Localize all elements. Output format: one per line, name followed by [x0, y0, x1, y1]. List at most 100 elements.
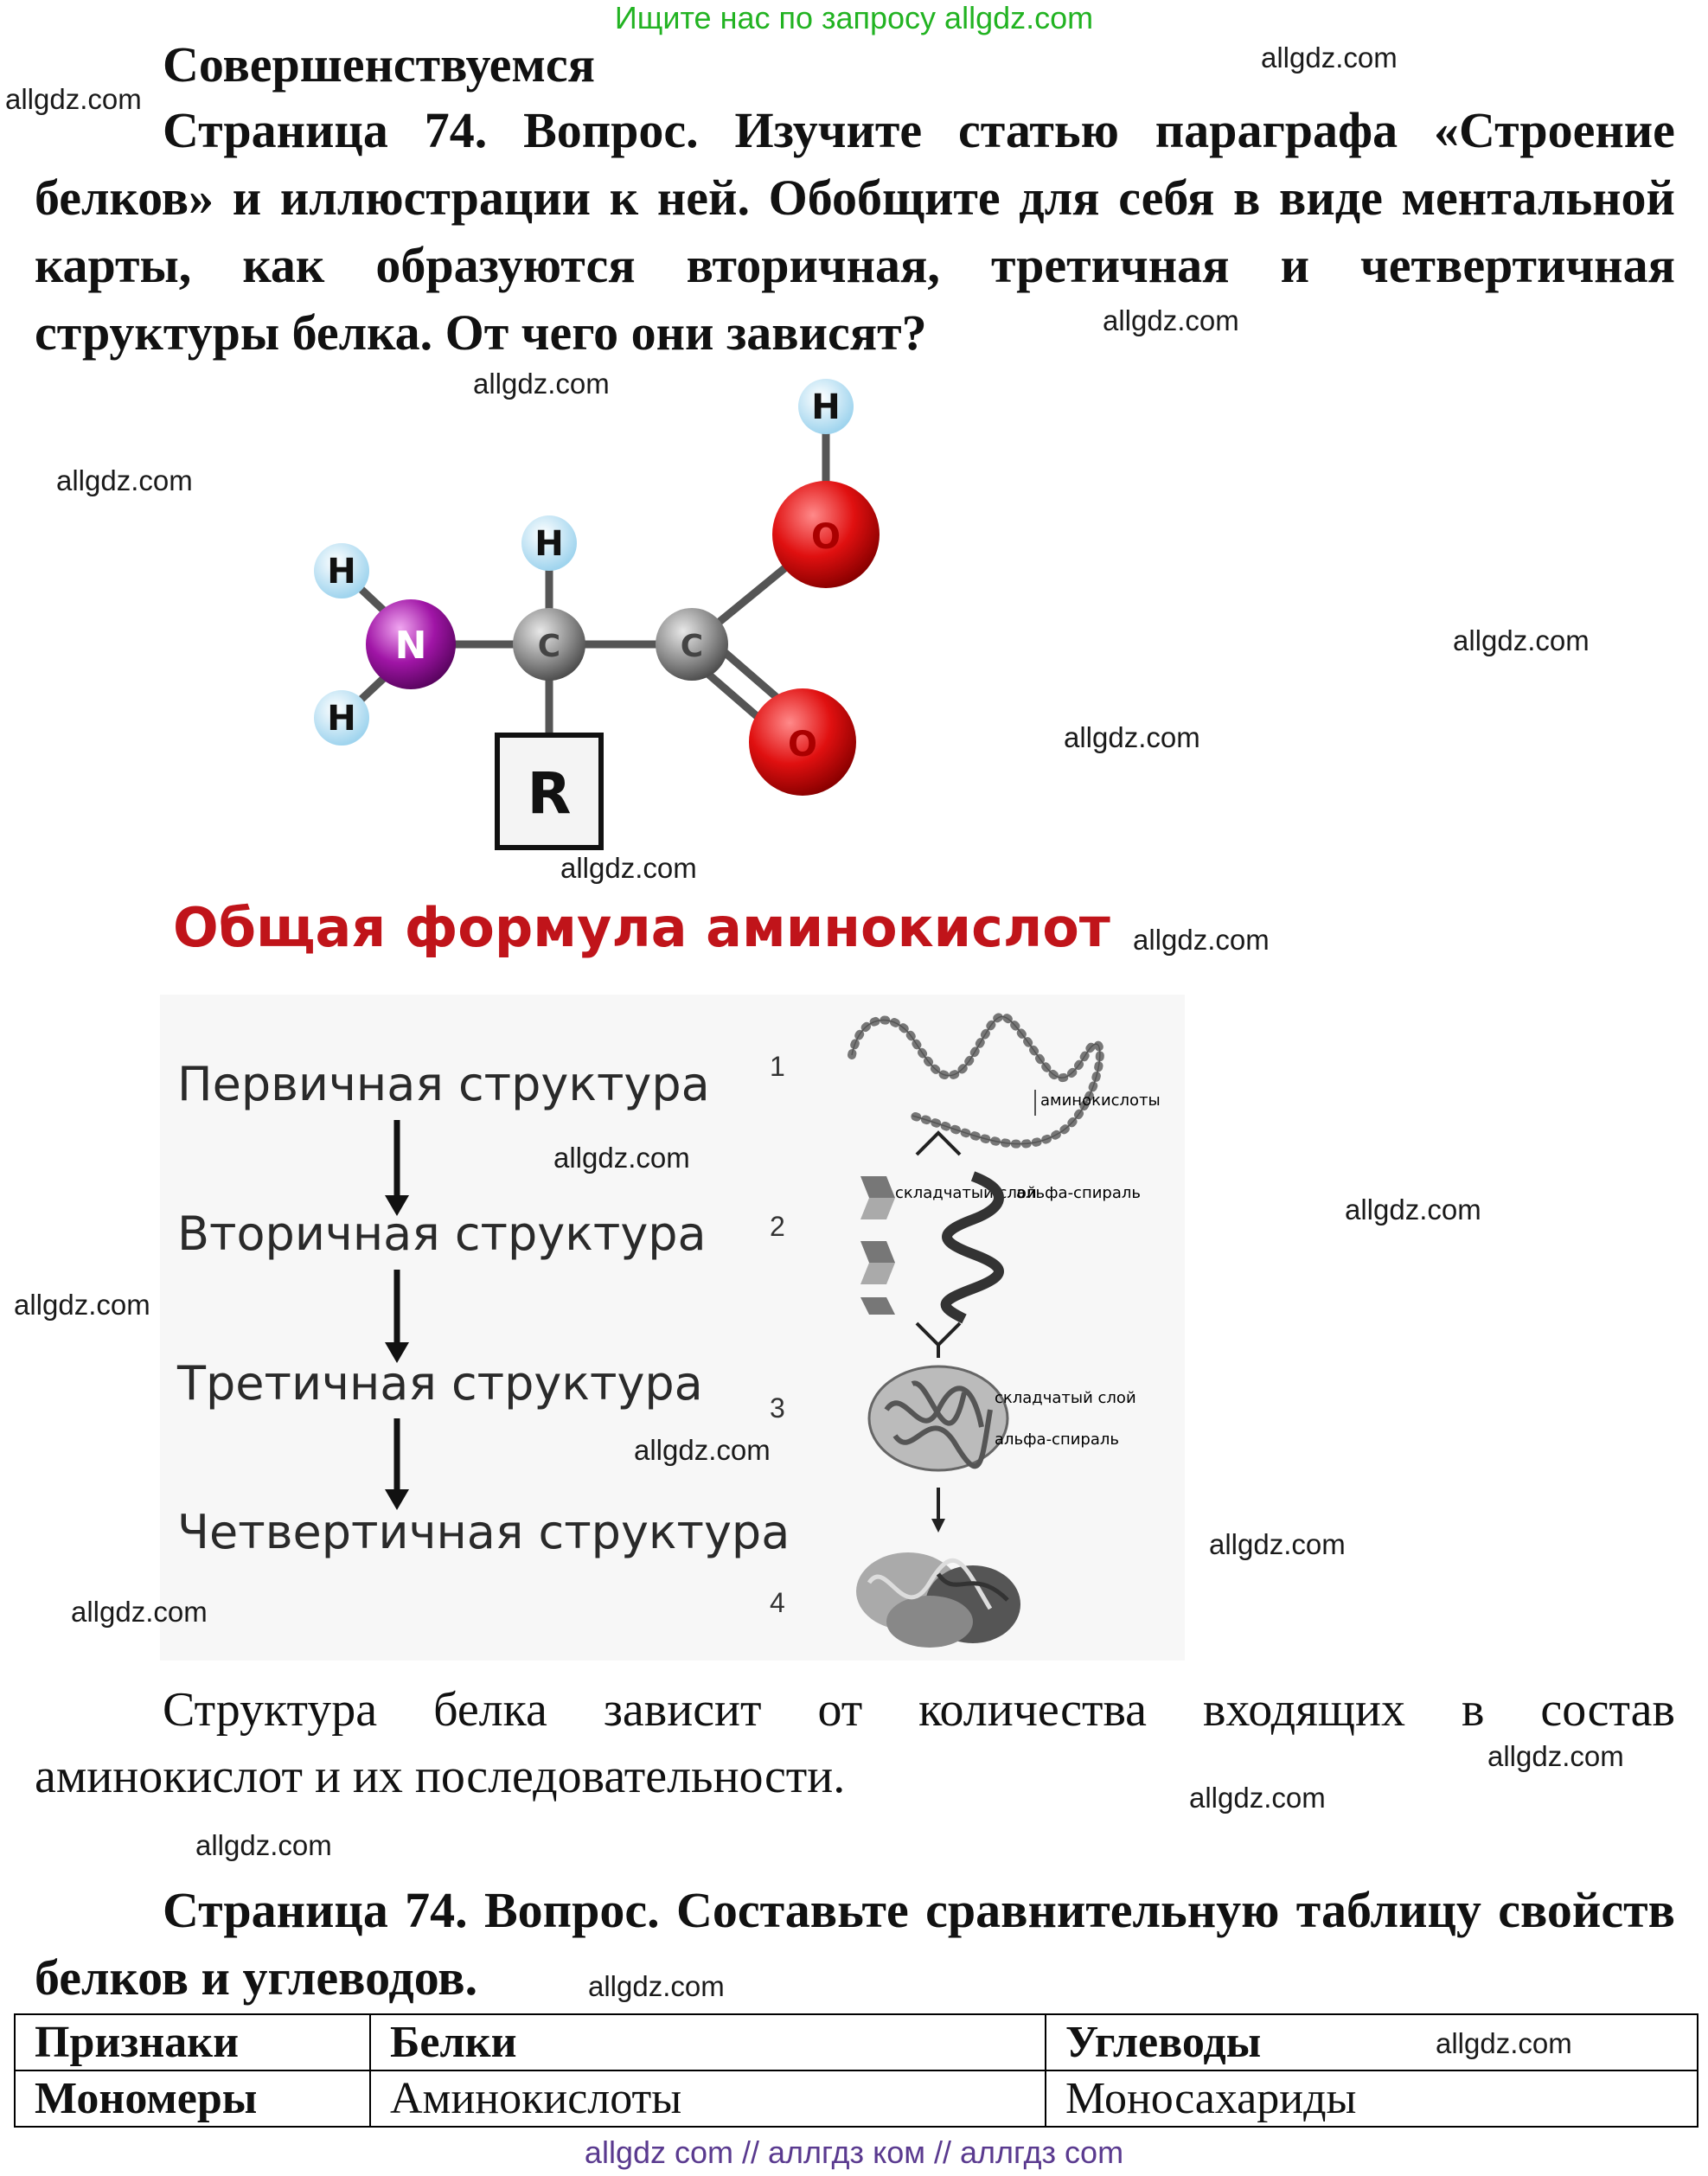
word: себя — [1118, 170, 1215, 226]
word: в — [1462, 1683, 1485, 1737]
word: четвертичная — [1360, 237, 1675, 293]
watermark: allgdz.com — [1064, 721, 1200, 753]
comparison-table: Признаки Белки Углеводы Мономеры Аминоки… — [14, 2013, 1698, 2128]
svg-text:H: H — [811, 387, 840, 427]
word: количества — [918, 1683, 1148, 1737]
question2-line1: Страница 74. Вопрос. Составьте сравнител… — [163, 1877, 1675, 1944]
question2-line2: белков и углеводов. — [35, 1949, 478, 2006]
section-title: Совершенствуемся — [163, 36, 596, 93]
secondary-helix — [940, 1171, 1004, 1324]
svg-text:H: H — [327, 552, 355, 592]
svg-text:R: R — [528, 760, 572, 827]
watermark: allgdz.com — [1103, 304, 1239, 336]
watermark: allgdz.com — [1436, 2027, 1572, 2059]
r-group-box: R — [495, 733, 604, 850]
watermark: allgdz.com — [195, 1829, 332, 1861]
watermark: allgdz.com — [14, 1289, 150, 1321]
watermark: allgdz.com — [1189, 1782, 1326, 1814]
table-cell: Моносахариды — [1045, 2070, 1698, 2128]
structure-arrows — [385, 1120, 409, 1510]
word: входящих — [1202, 1683, 1406, 1737]
protein-structure-drawings: аминокислоты складчатый слой альфа-спира… — [848, 1012, 1161, 1648]
structure-number-4: 4 — [770, 1587, 785, 1618]
watermark: allgdz.com — [560, 852, 697, 884]
primary-structure-label: Первичная структура — [177, 1057, 710, 1111]
word: для — [1019, 170, 1100, 226]
word: виде — [1279, 170, 1383, 226]
table-row: Мономеры Аминокислоты Моносахариды — [14, 2070, 1698, 2128]
label-helix: альфа-спираль — [1016, 1184, 1141, 1202]
atom-h1: H — [314, 543, 369, 598]
watermark: allgdz.com — [553, 1142, 690, 1174]
table-header-cell: Признаки — [14, 2013, 371, 2071]
atom-n: N — [366, 599, 456, 689]
word: Изучите — [734, 102, 923, 158]
word: Обобщите — [768, 170, 1001, 226]
word: как — [242, 237, 325, 293]
watermark: allgdz.com — [1345, 1194, 1481, 1226]
word: ментальной — [1401, 170, 1675, 226]
primary-bead-chain — [848, 1012, 1104, 1149]
table-header-cell: Углеводы — [1045, 2013, 1698, 2071]
quaternary-complex — [856, 1552, 1020, 1648]
word: третичная — [990, 237, 1230, 293]
tertiary-fold — [867, 1365, 1009, 1472]
table-header-row: Признаки Белки Углеводы — [14, 2013, 1698, 2071]
svg-text:C: C — [681, 629, 703, 664]
word: 74. — [424, 102, 488, 158]
protein-structure-figure — [160, 995, 1185, 1661]
quaternary-structure-label: Четвертичная структура — [177, 1505, 790, 1559]
table-header-cell: Белки — [369, 2013, 1046, 2071]
atom-h4: H — [798, 379, 854, 434]
atom-h2: H — [314, 690, 369, 746]
label-amino: аминокислоты — [1040, 1091, 1161, 1110]
svg-text:O: O — [788, 725, 817, 765]
word: 74. — [405, 1882, 468, 1938]
table-cell: Мономеры — [14, 2070, 371, 2128]
atom-o1: O — [772, 481, 880, 588]
svg-text:C: C — [538, 629, 560, 664]
word: белков» — [35, 170, 214, 226]
question1-line2: белков» и иллюстрации к ней. Обобщите дл… — [35, 164, 1675, 232]
svg-text:N: N — [395, 624, 427, 668]
word: состав — [1540, 1683, 1675, 1737]
word: ней. — [656, 170, 750, 226]
word: статью — [957, 102, 1119, 158]
word: и — [232, 170, 262, 226]
svg-text:H: H — [327, 699, 355, 739]
atom-c2: C — [656, 608, 728, 681]
svg-text:H: H — [534, 524, 563, 564]
word: белка — [433, 1683, 547, 1737]
watermark: allgdz.com — [1487, 1740, 1624, 1772]
watermark: allgdz.com — [5, 83, 142, 115]
secondary-sheet — [860, 1176, 895, 1315]
label-helix-3: альфа-спираль — [995, 1430, 1119, 1449]
top-banner: Ищите нас по запросу allgdz.com — [614, 0, 1094, 35]
word: вторичная, — [686, 237, 940, 293]
question1-line1: Страница 74. Вопрос. Изучите статью пара… — [163, 97, 1675, 164]
word: зависит — [603, 1683, 762, 1737]
word: Структура — [163, 1683, 378, 1737]
watermark: allgdz.com — [56, 464, 193, 496]
watermark: allgdz.com — [588, 1970, 725, 2002]
secondary-structure-label: Вторичная структура — [177, 1206, 707, 1261]
word: карты, — [35, 237, 192, 293]
answer1-line1: Структура белка зависит от количества вх… — [163, 1682, 1675, 1738]
amino-acid-formula-figure: H H N H C C O O H R — [314, 379, 880, 850]
word: образуются — [375, 237, 636, 293]
watermark: allgdz.com — [473, 368, 610, 400]
word: сравнительную — [925, 1882, 1280, 1938]
structure-number-1: 1 — [770, 1051, 785, 1082]
watermark: allgdz.com — [1209, 1528, 1346, 1560]
structure-number-2: 2 — [770, 1211, 785, 1242]
question1-line3: карты, как образуются вторичная, третичн… — [35, 232, 1675, 299]
word: Составьте — [675, 1882, 909, 1938]
atom-h3: H — [521, 515, 577, 571]
word: Страница — [163, 1882, 388, 1938]
word: иллюстрации — [279, 170, 592, 226]
word: свойств — [1498, 1882, 1675, 1938]
watermark: allgdz.com — [634, 1434, 771, 1466]
word: к — [609, 170, 639, 226]
watermark: allgdz.com — [1133, 924, 1270, 956]
word: таблицу — [1295, 1882, 1481, 1938]
